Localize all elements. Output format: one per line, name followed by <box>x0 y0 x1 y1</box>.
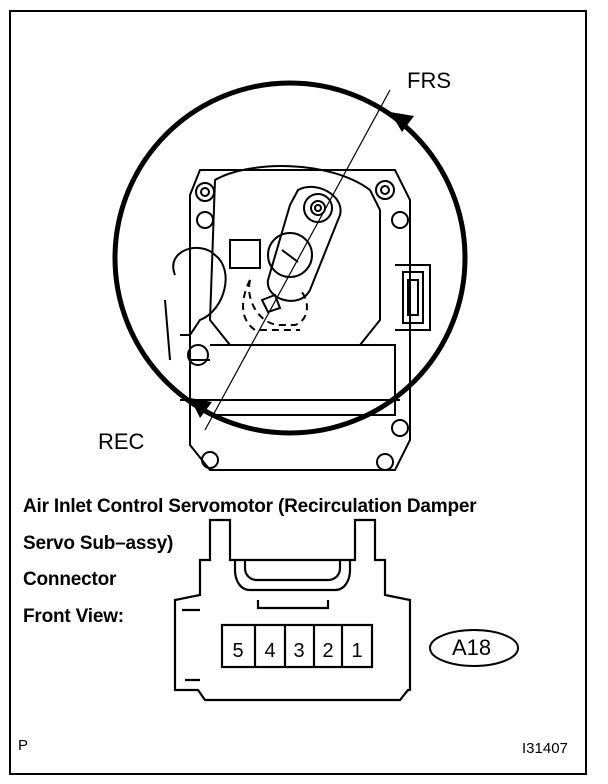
corner-letter: P <box>18 737 29 754</box>
front-view-label: Front View: <box>23 606 124 627</box>
rotation-circle <box>112 80 468 436</box>
connector-label: Connector <box>23 569 117 590</box>
connector-code-oval <box>429 629 519 667</box>
pin-3: 3 <box>293 640 304 662</box>
figure-id: I31407 <box>522 740 568 757</box>
pin-4: 4 <box>264 640 275 662</box>
pin-2: 2 <box>322 640 333 662</box>
servomotor-body <box>164 165 431 471</box>
figure-frame <box>9 10 587 775</box>
frs-arrowhead <box>390 112 414 132</box>
caption-line-1: Air Inlet Control Servomotor (Recirculat… <box>23 496 477 517</box>
rec-arrowhead <box>190 398 212 418</box>
rec-label: REC <box>98 429 145 454</box>
frs-label: FRS <box>407 68 451 93</box>
connector-front-view <box>173 518 412 702</box>
caption-line-2: Servo Sub–assy) <box>23 533 174 554</box>
connector-code: A18 <box>452 635 492 660</box>
pin-5: 5 <box>232 640 243 662</box>
position-axis-line <box>204 89 391 431</box>
pin-1: 1 <box>351 640 362 662</box>
